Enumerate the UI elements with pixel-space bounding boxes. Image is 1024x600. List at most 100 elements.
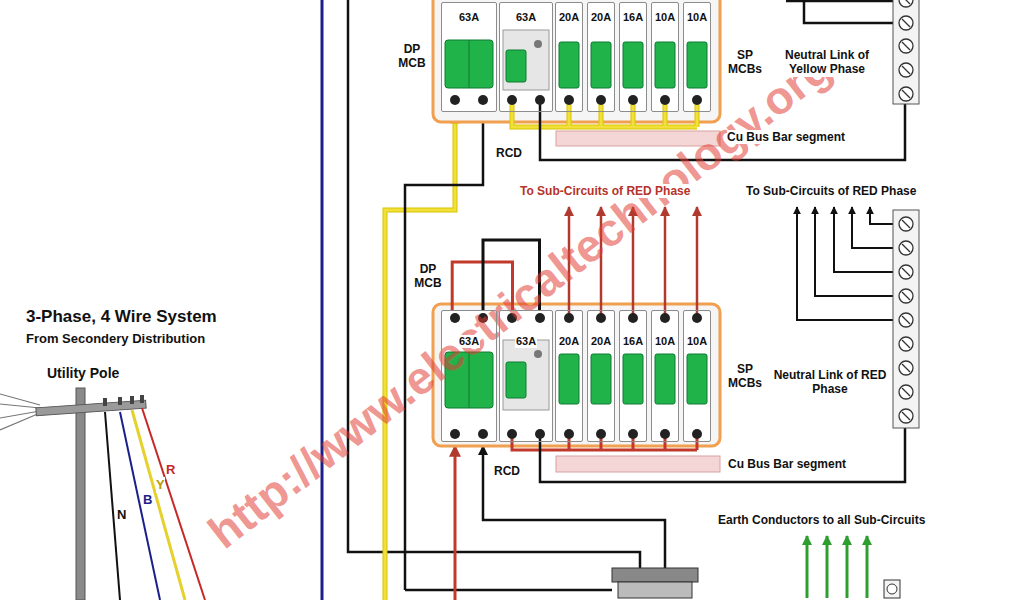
breaker-body (556, 311, 582, 441)
terminal (660, 95, 670, 105)
sp-mcb-module: 16A (619, 2, 647, 112)
utility-pole (140, 395, 144, 403)
breaker-body (588, 3, 614, 111)
terminal (507, 429, 517, 439)
breaker-body (620, 311, 646, 441)
sub-circuit-arrow (664, 207, 667, 318)
sp-mcb-module: 10A (683, 2, 711, 112)
earth-conductor (866, 536, 869, 598)
utility-pole (36, 400, 146, 416)
breaker-toggle (559, 42, 579, 88)
service-wire (105, 408, 205, 600)
terminal (535, 429, 545, 439)
breaker-body (684, 3, 710, 111)
service-wire (132, 410, 185, 600)
neutral-block (612, 568, 698, 598)
breaker-toggle (591, 354, 611, 404)
copper-bus-bar (556, 456, 720, 472)
pole-label: Utility Pole (47, 365, 119, 382)
rating-text: 20A (590, 11, 612, 24)
rcd-module: 63A (499, 2, 553, 112)
phase-letter: N (117, 507, 126, 523)
terminal (507, 95, 517, 105)
phase-letter: Y (156, 477, 165, 493)
rcd-label: RCD (496, 146, 522, 160)
bus-bar-label: Cu Bus Bar segment (727, 130, 845, 144)
neutral-link (893, 0, 919, 104)
terminal (660, 429, 670, 439)
neutral-link-label: Neutral Link of Yellow Phase (768, 48, 886, 77)
sp-mcb-module: 20A (587, 2, 615, 112)
rating-text: 10A (654, 11, 676, 24)
breaker-body (588, 311, 614, 441)
utility-pole (118, 397, 122, 405)
breaker-toggle (469, 40, 470, 88)
sp-mcb-module: 10A (683, 310, 711, 442)
system-subheading: From Secondery Distribution (26, 331, 205, 347)
breaker-toggle (534, 350, 542, 358)
breaker-toggle (655, 354, 675, 404)
neutral-block (612, 568, 698, 582)
earth-conductor (846, 536, 849, 598)
terminal (692, 429, 702, 439)
breaker-toggle (623, 354, 643, 404)
terminal (628, 95, 638, 105)
terminal (535, 95, 545, 105)
rating-text: 63A (515, 11, 537, 24)
earth-conductor (887, 584, 897, 594)
terminal (564, 429, 574, 439)
terminal (478, 429, 488, 439)
terminal (564, 313, 574, 323)
rcd-module: 63A (499, 310, 553, 442)
sub-circuit-arrow (696, 207, 699, 318)
watermark: http://www.electricaltechnology.org (198, 40, 842, 560)
rating-text: 20A (558, 335, 580, 348)
earth-conductor (884, 580, 900, 598)
breaker-body (556, 3, 582, 111)
sp-mcb-module: 20A (587, 310, 615, 442)
breaker-toggle (534, 40, 542, 48)
phase-letter: B (143, 492, 152, 508)
neutral-block (618, 582, 692, 598)
sp-mcb-module: 10A (651, 310, 679, 442)
sp-mcb-module: 20A (555, 2, 583, 112)
sub-circuit-label: To Sub-Circuits of RED Phase (746, 184, 916, 198)
terminal (692, 313, 702, 323)
feeder-wire (454, 446, 457, 600)
breaker-toggle (687, 354, 707, 404)
service-wire (142, 408, 205, 600)
rating-text: 10A (686, 335, 708, 348)
breaker-body (684, 311, 710, 441)
system-heading: 3-Phase, 4 Wire System (26, 307, 217, 327)
utility-pole (0, 394, 40, 430)
neutral-wire (540, 428, 905, 482)
breaker-toggle (559, 354, 579, 404)
rcd-label: RCD (494, 464, 520, 478)
breaker-toggle (687, 42, 707, 88)
terminal (692, 95, 702, 105)
utility-pole (103, 398, 107, 406)
rating-text: 16A (622, 335, 644, 348)
earth-conductor (807, 536, 900, 598)
dp-mcb-module: 63A (441, 2, 497, 112)
feeder-wire (321, 0, 324, 600)
rating-text: 63A (458, 11, 480, 24)
breaker-body (652, 311, 678, 441)
sub-circuit-arrow (815, 207, 893, 296)
neutral-link (893, 0, 919, 428)
neutral-link (902, 0, 910, 420)
breaker-toggle (503, 340, 549, 410)
sp-mcb-module: 10A (651, 2, 679, 112)
breaker-body (652, 3, 678, 111)
distribution-board (433, 0, 720, 122)
breaker-toggle (591, 42, 611, 88)
breaker-toggle (506, 50, 526, 82)
earth-conductor (826, 536, 829, 598)
rating-text: 10A (686, 11, 708, 24)
bus-bar-label: Cu Bus Bar segment (728, 457, 846, 471)
breaker-body (620, 3, 646, 111)
neutral-link (899, 0, 913, 7)
breaker-label: DP MCB (393, 42, 431, 71)
